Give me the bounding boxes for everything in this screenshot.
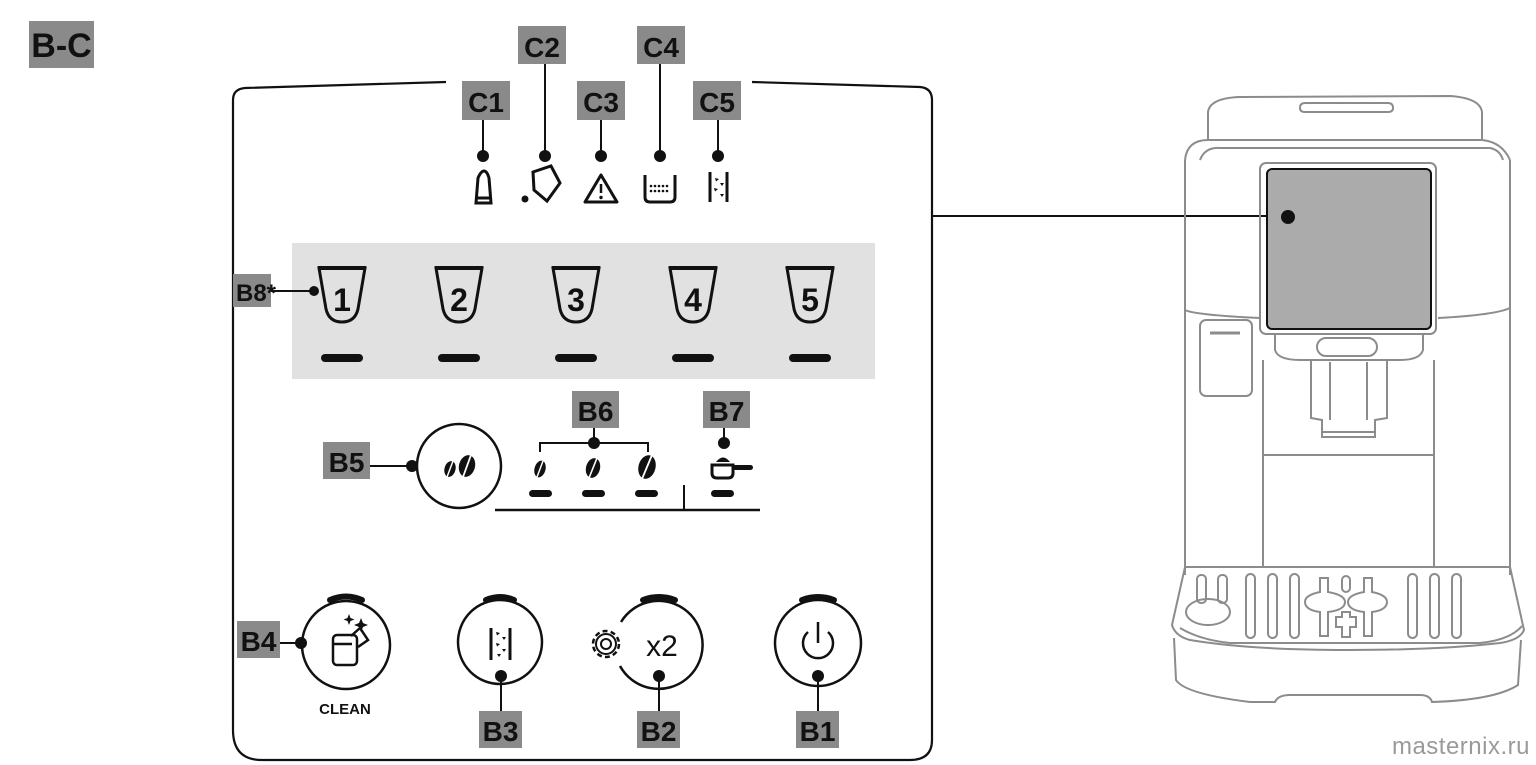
cup-buttons: 1 2 3 4 5 xyxy=(317,266,835,362)
cup-icon xyxy=(434,266,484,324)
cup-button-3[interactable]: 3 xyxy=(551,266,601,362)
clean-button-b4[interactable] xyxy=(300,593,392,691)
svg-text:B-C: B-C xyxy=(31,27,91,65)
aroma-level-medium xyxy=(582,457,605,497)
aroma-levels-label-b6: B6 xyxy=(539,391,649,452)
clean-button-caption: CLEAN xyxy=(319,701,371,718)
svg-text:C1: C1 xyxy=(468,87,504,118)
x2-icon: x2 xyxy=(646,630,678,663)
machine-display-pointer-dot xyxy=(1281,210,1295,224)
svg-text:C2: C2 xyxy=(524,32,560,63)
cup-button-2[interactable]: 2 xyxy=(434,266,484,362)
clean-label-b4: B4 xyxy=(237,621,307,658)
general-alarm-icon xyxy=(583,173,619,204)
svg-text:B5: B5 xyxy=(329,447,365,478)
svg-text:B8*: B8* xyxy=(236,280,277,307)
cup-button-1[interactable]: 1 xyxy=(317,266,367,362)
pre-ground-coffee-scoop-icon xyxy=(710,457,753,497)
watermark: masternix.ru xyxy=(1391,733,1530,760)
machine-display-highlight xyxy=(1266,168,1432,330)
cup-led-indicator xyxy=(555,354,597,362)
cup-number: 5 xyxy=(801,282,819,318)
cup-icon xyxy=(785,266,835,324)
aroma-label-b5: B5 xyxy=(323,442,418,479)
cup-led-indicator xyxy=(438,354,480,362)
cup-number: 3 xyxy=(567,282,585,318)
cup-icon xyxy=(668,266,718,324)
descale-label-b3: B3 xyxy=(479,711,522,748)
x2-label-b2: B2 xyxy=(637,711,680,748)
svg-text:CLEAN: CLEAN xyxy=(319,701,371,718)
svg-text:C3: C3 xyxy=(583,87,619,118)
x2-button-b2[interactable]: x2 xyxy=(618,594,704,712)
cup-number: 4 xyxy=(684,282,702,318)
aroma-level-mild xyxy=(529,460,552,497)
indicator-c3: C3 xyxy=(577,81,625,204)
water-tank-icon xyxy=(643,175,677,204)
cup-number: 1 xyxy=(333,282,351,318)
power-icon xyxy=(801,622,835,660)
cup-led-indicator xyxy=(672,354,714,362)
coffee-beans-icon xyxy=(444,454,476,478)
cup-icon xyxy=(551,266,601,324)
power-button-b1[interactable] xyxy=(773,594,863,712)
svg-text:B7: B7 xyxy=(709,396,745,427)
cup-button-4[interactable]: 4 xyxy=(668,266,718,362)
indicator-c5: C5 xyxy=(693,81,741,202)
svg-text:C4: C4 xyxy=(643,32,679,63)
svg-text:C5: C5 xyxy=(699,87,735,118)
clean-icon xyxy=(331,614,370,667)
settings-gear-icon xyxy=(591,629,621,659)
svg-text:B2: B2 xyxy=(641,716,677,747)
indicator-c1: C1 xyxy=(462,81,510,205)
svg-text:B4: B4 xyxy=(241,626,277,657)
aroma-level-strong xyxy=(635,454,658,497)
svg-text:B6: B6 xyxy=(578,396,614,427)
coffee-machine-illustration xyxy=(1170,94,1526,704)
cup-led-indicator xyxy=(321,354,363,362)
panel-outline xyxy=(231,80,934,762)
indicator-c2: C2 xyxy=(518,26,566,204)
pre-ground-label-b7: B7 xyxy=(703,391,750,449)
descale-icon xyxy=(708,172,729,202)
cup-led-indicator xyxy=(789,354,831,362)
power-label-b1: B1 xyxy=(796,711,839,748)
cup-number: 2 xyxy=(450,282,468,318)
cup-button-5[interactable]: 5 xyxy=(785,266,835,362)
milk-frother-icon xyxy=(474,169,493,205)
empty-grounds-container-icon xyxy=(521,164,562,204)
descale-button-b3[interactable] xyxy=(456,594,544,712)
svg-text:B1: B1 xyxy=(800,716,836,747)
descale-icon xyxy=(489,628,512,660)
svg-text:B3: B3 xyxy=(483,716,519,747)
indicator-c4: C4 xyxy=(637,26,685,204)
aroma-button[interactable] xyxy=(415,422,503,510)
cup-icon xyxy=(317,266,367,324)
cup-label-b8: B8* xyxy=(233,274,319,307)
section-label: B-C xyxy=(29,21,94,68)
